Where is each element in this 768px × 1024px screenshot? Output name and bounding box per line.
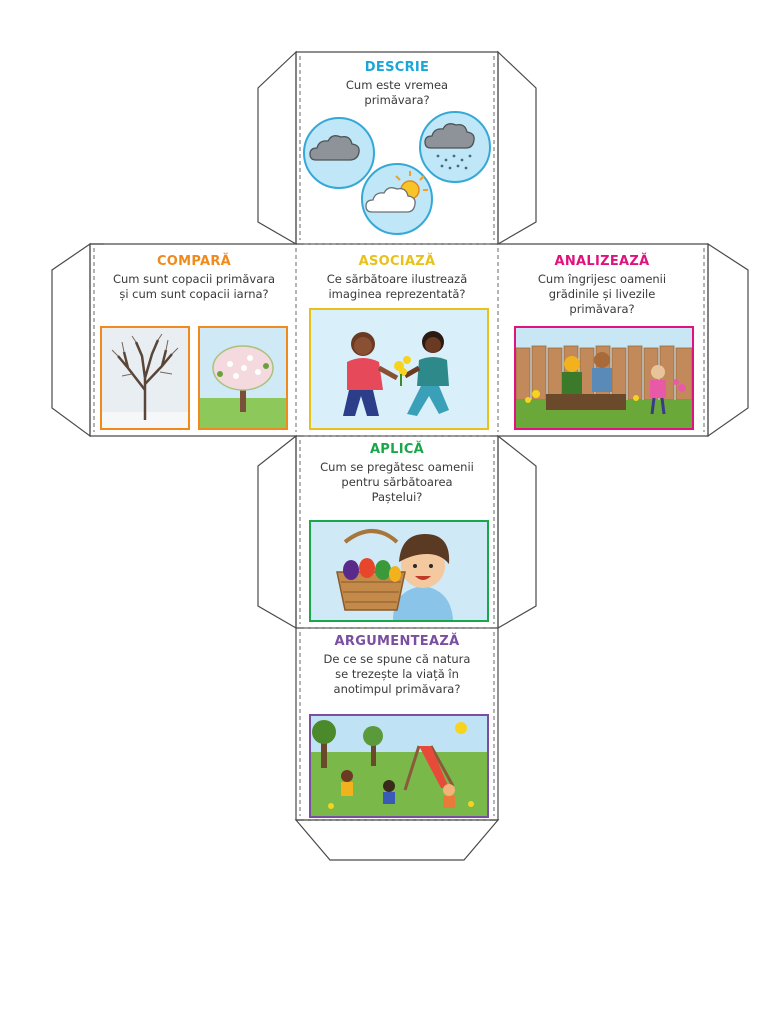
face-asociaza: ASOCIAZĂ Ce sărbătoare ilustrează imagin… <box>298 246 496 436</box>
face-question: Cum se pregătesc oamenii pentru sărbătoa… <box>320 460 474 504</box>
winter-tree-image <box>100 326 190 430</box>
playground-spring-image <box>309 714 489 818</box>
rain-cloud-icon <box>419 111 491 183</box>
face-title: DESCRIE <box>364 60 430 75</box>
face-argumenteaza: ARGUMENTEAZĂ De ce se spune că natura se… <box>298 630 496 820</box>
face-question: Cum îngrijesc oamenii grădinile și livez… <box>537 272 667 316</box>
face-question: Ce sărbătoare ilustrează imaginea reprez… <box>326 272 468 301</box>
face-question: De ce se spune că natura se trezește la … <box>323 652 471 696</box>
face-descrie: DESCRIE Cum este vremea primăvara? <box>298 52 496 244</box>
face-title: ANALIZEAZĂ <box>554 254 650 269</box>
face-compara: COMPARĂ Cum sunt copacii primăvara și cu… <box>92 246 296 436</box>
face-aplica: APLICĂ Cum se pregătesc oamenii pentru s… <box>298 438 496 628</box>
spring-tree-image <box>198 326 288 430</box>
sun-cloud-icon <box>361 163 433 235</box>
children-with-flowers-image <box>309 308 489 430</box>
face-title: ARGUMENTEAZĂ <box>334 634 460 649</box>
cloud-icon <box>303 117 375 189</box>
face-question: Cum sunt copacii primăvara și cum sunt c… <box>112 272 276 301</box>
face-question: Cum este vremea primăvara? <box>345 78 449 107</box>
face-title: ASOCIAZĂ <box>358 254 436 269</box>
boy-with-easter-basket-image <box>309 520 489 622</box>
face-analizeaza: ANALIZEAZĂ Cum îngrijesc oamenii grădini… <box>500 246 704 436</box>
gardening-image <box>514 326 694 430</box>
face-title: APLICĂ <box>369 442 425 457</box>
face-title: COMPARĂ <box>156 254 232 269</box>
